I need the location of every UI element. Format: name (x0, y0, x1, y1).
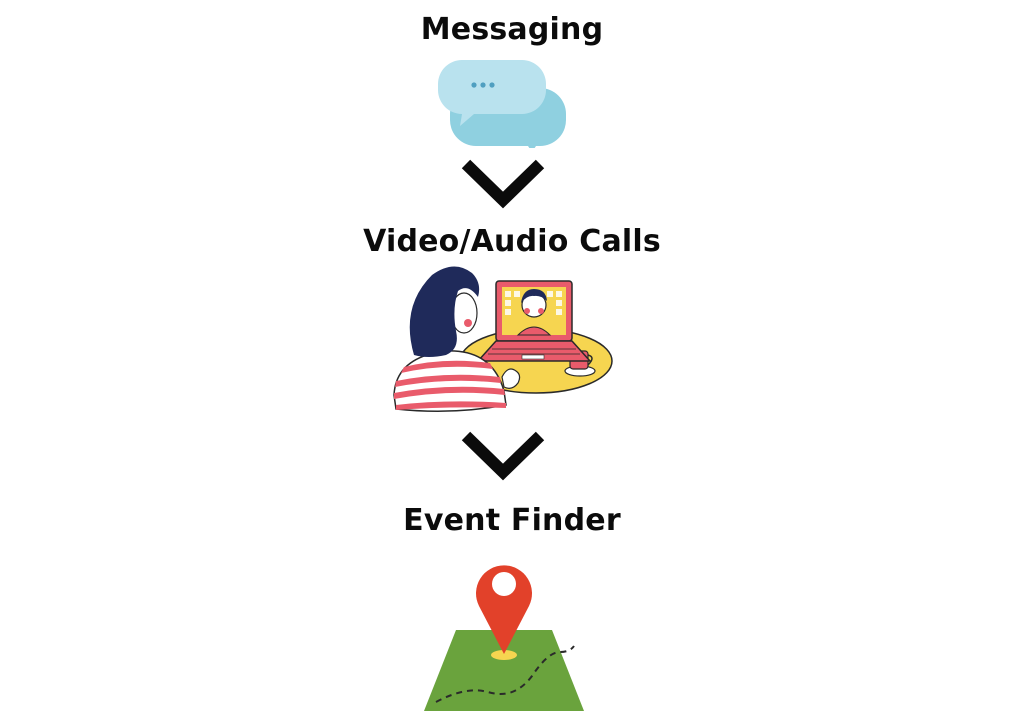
step-title-event-finder: Event Finder (403, 503, 621, 538)
chevron-down-icon (461, 159, 545, 209)
chevron-down-icon (461, 431, 545, 481)
chat-bubbles-icon (438, 60, 566, 148)
map-pin-icon (424, 565, 584, 711)
video-call-icon (393, 266, 613, 412)
step-title-video-audio-calls: Video/Audio Calls (363, 224, 661, 259)
step-title-messaging: Messaging (420, 12, 604, 47)
chat-bubble-front (438, 60, 546, 126)
